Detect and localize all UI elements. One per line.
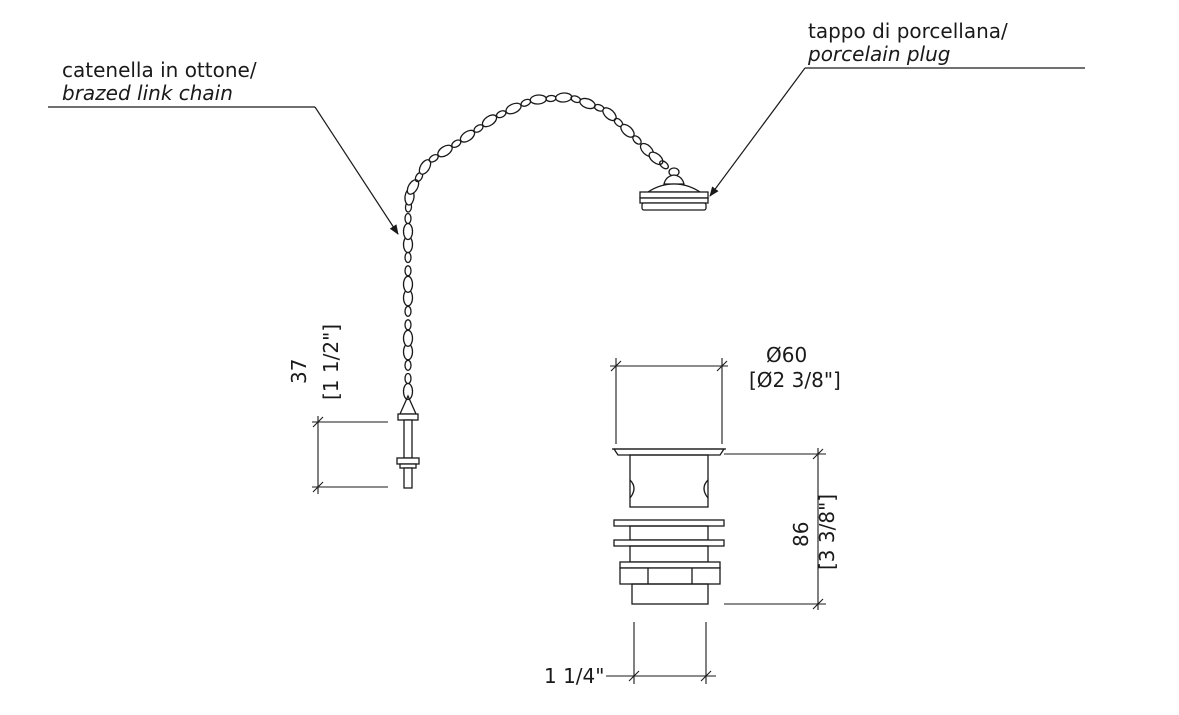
chain-link [404, 319, 412, 331]
brazed-link-chain [402, 92, 669, 401]
chain-label-english: brazed link chain [62, 81, 233, 105]
chain-link [529, 94, 547, 105]
diameter-inch-label: [Ø2 3/8"] [749, 368, 841, 392]
dimension-diameter [610, 358, 728, 444]
thread-label: 1 1/4" [544, 664, 605, 688]
dimension-thread [606, 622, 716, 684]
chain-link [602, 107, 617, 122]
chain-link [579, 97, 596, 110]
plug-leader [709, 67, 1085, 197]
height-mm-label: 86 [789, 521, 813, 547]
height-inch-label: [3 3/8"] [815, 493, 839, 570]
chain-link [659, 160, 669, 170]
chain-link [404, 212, 412, 225]
porcelain-plug [639, 167, 709, 211]
chain-label-italian: catenella in ottone/ [62, 58, 257, 82]
chain-link [648, 151, 664, 166]
chain-pin [396, 394, 420, 489]
chain-link [555, 92, 573, 103]
chain-link [505, 102, 522, 115]
dimension-pin [312, 416, 388, 494]
chain-link [406, 179, 420, 195]
chain-link [402, 222, 414, 241]
chain-link [404, 251, 412, 264]
chain-leader [48, 106, 399, 235]
chain-link [402, 275, 414, 293]
chain-link [404, 359, 412, 371]
chain-link [402, 329, 414, 347]
chain-link [404, 372, 412, 385]
pin-mm-label: 37 [287, 358, 311, 384]
chain-link [632, 135, 642, 145]
chain-link [545, 94, 557, 103]
drain-body [612, 448, 726, 605]
plug-label-italian: tappo di porcellana/ [808, 19, 1008, 43]
chain-link [418, 159, 432, 175]
chain-link [495, 110, 507, 119]
pin-inch-label: [1 1/2"] [319, 323, 343, 400]
chain-link [404, 265, 412, 277]
chain-link [404, 305, 412, 317]
diameter-mm-label: Ø60 [766, 343, 808, 367]
dimension-height [724, 448, 826, 610]
plug-label-english: porcelain plug [808, 42, 951, 66]
